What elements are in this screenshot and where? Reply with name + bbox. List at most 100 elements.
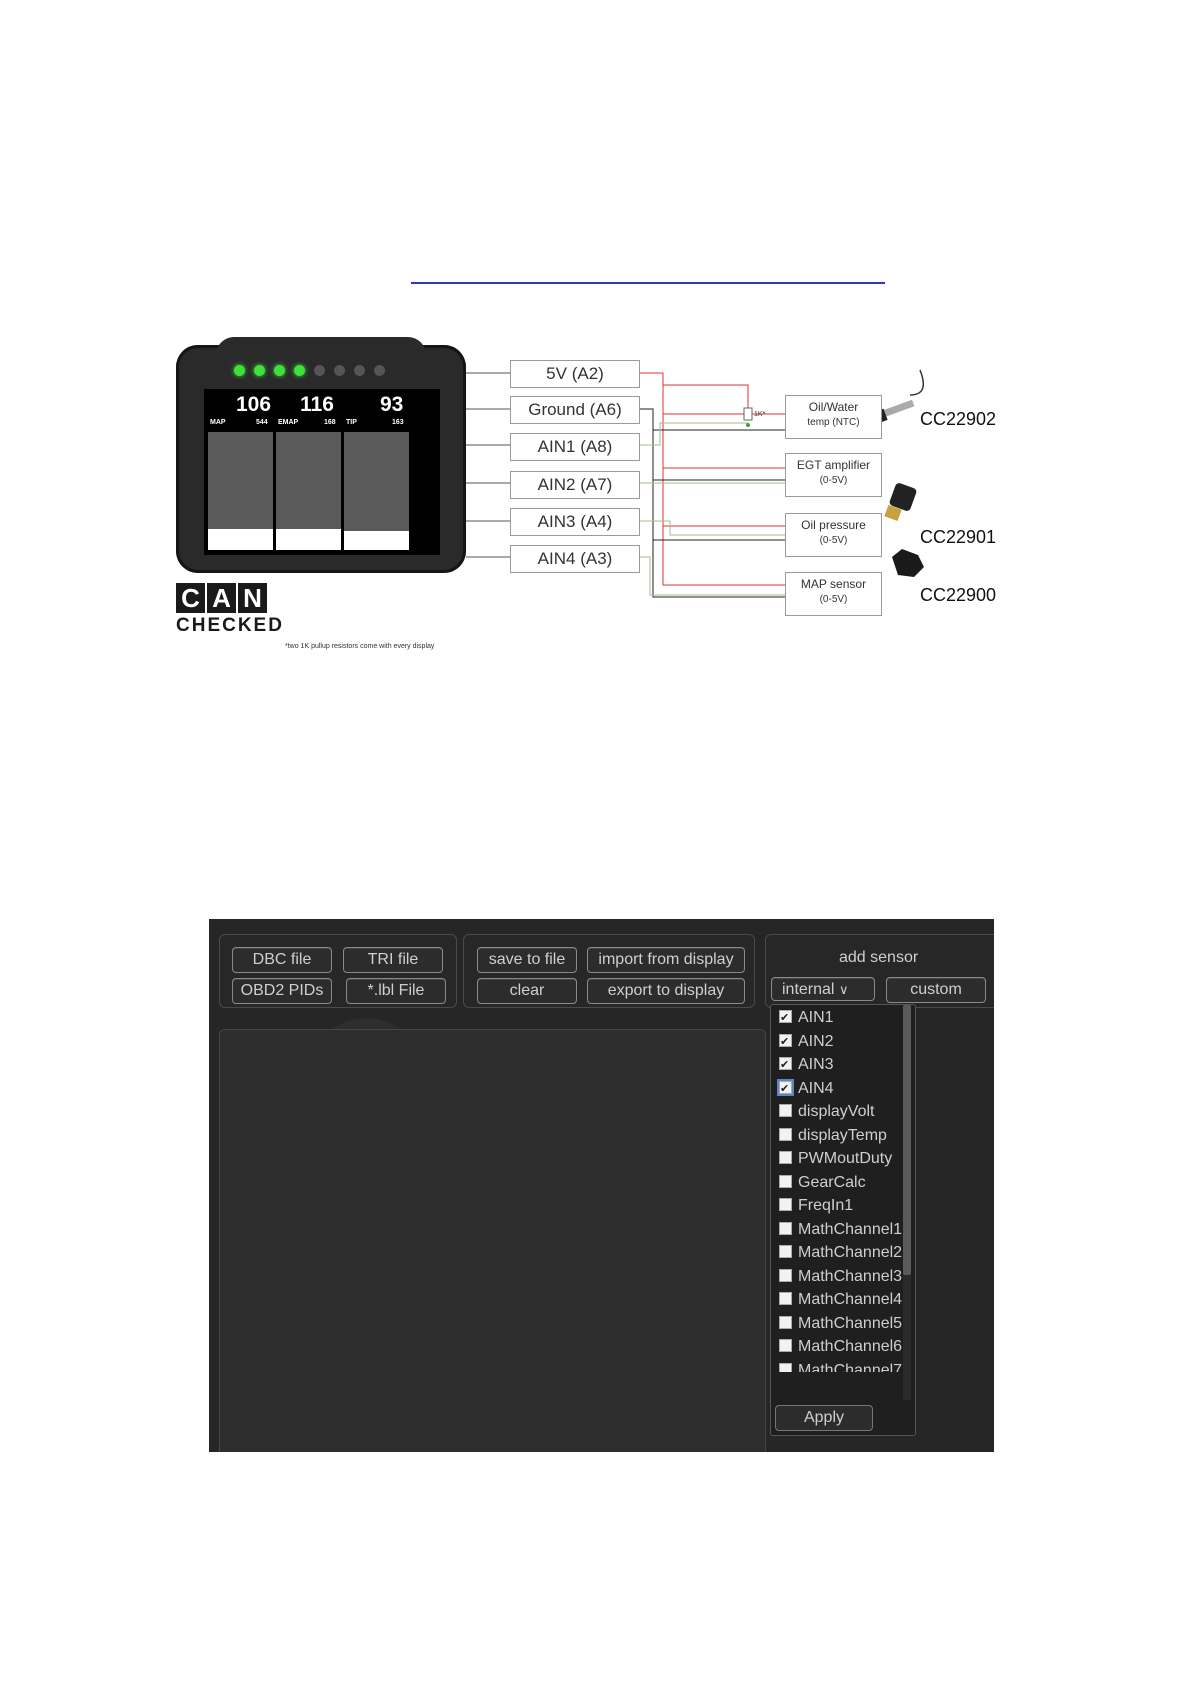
sensor-option-label: displayVolt (798, 1103, 875, 1120)
pin-ain4: AIN4 (A3) (510, 545, 640, 573)
gauge-label-emap: EMAP (278, 419, 299, 426)
pin-5v: 5V (A2) (510, 360, 640, 388)
checkbox[interactable] (779, 1339, 792, 1352)
sensor-option[interactable]: MathChannel3 (779, 1266, 902, 1288)
gauge-value-tip: 93 (380, 393, 404, 416)
checkbox[interactable] (779, 1104, 792, 1117)
display-device: 106 116 93 MAP 544 EMAP 168 TIP 163 (176, 337, 466, 573)
led-lit-icon (274, 365, 285, 376)
checkbox[interactable] (779, 1268, 792, 1282)
sensor-option[interactable]: displayVolt (779, 1101, 875, 1123)
dbc-file-button[interactable]: DBC file (232, 947, 332, 973)
software-screenshot: DBC file TRI file OBD2 PIDs *.lbl File s… (209, 919, 994, 1452)
clear-button[interactable]: clear (477, 978, 577, 1004)
checkbox[interactable] (779, 1315, 792, 1329)
signal-wires (638, 422, 790, 596)
resistor-dot (746, 423, 750, 427)
dropdown-scroll-thumb[interactable] (903, 1005, 911, 1275)
save-to-file-button[interactable]: save to file (477, 947, 577, 973)
add-sensor-title: add sensor (839, 949, 919, 966)
import-from-display-button[interactable]: import from display (587, 947, 745, 973)
sensor-map: MAP sensor(0-5V) (785, 572, 882, 616)
obd2-pids-button[interactable]: OBD2 PIDs (232, 978, 332, 1004)
pin-ain3: AIN3 (A4) (510, 508, 640, 536)
part-number-cc22901: CC22901 (920, 527, 997, 547)
wiring-diagram: 1K* 106 116 93 MAP 544 EMAP 168 (170, 335, 1010, 655)
lbl-file-button[interactable]: *.lbl File (346, 978, 446, 1004)
checkbox[interactable] (779, 1054, 792, 1076)
resistor-label: 1K* (754, 411, 766, 418)
link-underline[interactable] (411, 282, 885, 284)
sensor-option-label: MathChannel1 (798, 1220, 903, 1238)
pin-ain1: AIN1 (A8) (510, 433, 640, 461)
checkbox[interactable] (779, 1198, 792, 1211)
sensor-option[interactable]: GearCalc (779, 1172, 866, 1194)
part-number-cc22900: CC22900 (920, 585, 997, 605)
chevron-down-icon: ∨ (838, 982, 849, 997)
sensor-dropdown-list[interactable]: AIN1AIN2AIN3AIN4 displayVolt displayTempPW… (770, 1004, 916, 1436)
oil-pressure-sensor-icon (884, 483, 917, 522)
led-off-icon (354, 365, 365, 376)
sensor-option[interactable]: MathChannel4 (779, 1289, 902, 1311)
led-off-icon (334, 365, 345, 376)
sensor-option-label: displayTemp (798, 1126, 887, 1144)
sensor-option-label: MathChannel2 (798, 1244, 903, 1261)
led-lit-icon (234, 365, 245, 376)
tri-file-button[interactable]: TRI file (343, 947, 443, 973)
export-to-display-button[interactable]: export to display (587, 978, 745, 1004)
led-lit-icon (254, 365, 265, 376)
checkbox[interactable] (779, 1245, 792, 1258)
gauge-label-map: MAP (210, 419, 226, 426)
checkbox[interactable] (777, 1078, 794, 1100)
wire (638, 372, 785, 586)
checkbox[interactable] (779, 1174, 792, 1188)
sensor-option[interactable]: AIN4 (777, 1078, 834, 1100)
sensor-option[interactable]: AIN1 (779, 1007, 834, 1029)
led-lit-icon (294, 365, 305, 376)
sensor-option-label: AIN3 (798, 1056, 834, 1073)
gauge-value-emap: 116 (300, 393, 334, 416)
wire (638, 556, 785, 596)
sensor-option[interactable]: MathChannel7 (779, 1360, 902, 1372)
sensor-option[interactable]: MathChannel1 (779, 1219, 902, 1241)
pin-ain2: AIN2 (A7) (510, 471, 640, 499)
gauge-sub-map: 544 (256, 419, 268, 426)
wire (638, 422, 748, 446)
ground-wires (638, 408, 785, 598)
sensor-option[interactable]: MathChannel2 (779, 1242, 902, 1264)
checkbox[interactable] (779, 1031, 792, 1053)
checkbox[interactable] (779, 1151, 792, 1164)
custom-sensor-button[interactable]: custom (886, 977, 986, 1003)
apply-button[interactable]: Apply (775, 1405, 873, 1431)
sensor-option[interactable]: AIN2 (779, 1031, 834, 1053)
wiring-lines: 1K* (466, 369, 925, 598)
checkbox[interactable] (779, 1362, 792, 1372)
gauge-sub-tip: 163 (392, 419, 404, 426)
sensor-option-label: AIN4 (798, 1079, 834, 1097)
sensor-option[interactable]: displayTemp (779, 1125, 887, 1147)
sensor-option-label: FreqIn1 (798, 1197, 854, 1214)
sensor-option-label: GearCalc (798, 1173, 866, 1191)
part-number-cc22902: CC22902 (920, 409, 997, 429)
wire (663, 384, 749, 408)
checkbox[interactable] (779, 1292, 792, 1305)
sensor-option[interactable]: AIN3 (779, 1054, 834, 1076)
sensor-option-label: MathChannel4 (798, 1291, 903, 1308)
sensor-option[interactable]: MathChannel5 (779, 1313, 902, 1335)
sensor-option[interactable]: FreqIn1 (779, 1195, 853, 1217)
sensor-option-label: PWMoutDuty (798, 1150, 893, 1167)
checkbox[interactable] (779, 1007, 792, 1029)
sensor-option-label: MathChannel7 (798, 1361, 903, 1372)
sensor-option[interactable]: PWMoutDuty (779, 1148, 892, 1170)
map-sensor-icon (892, 549, 924, 577)
power-wires (638, 372, 785, 586)
sensor-list-panel (219, 1029, 766, 1452)
led-off-icon (374, 365, 385, 376)
pullup-resistor (743, 407, 753, 421)
checkbox[interactable] (779, 1127, 792, 1141)
checkbox[interactable] (779, 1221, 792, 1235)
sensor-option[interactable]: MathChannel6 (779, 1336, 902, 1358)
sensor-source-select[interactable]: internal ∨ (771, 977, 875, 1001)
